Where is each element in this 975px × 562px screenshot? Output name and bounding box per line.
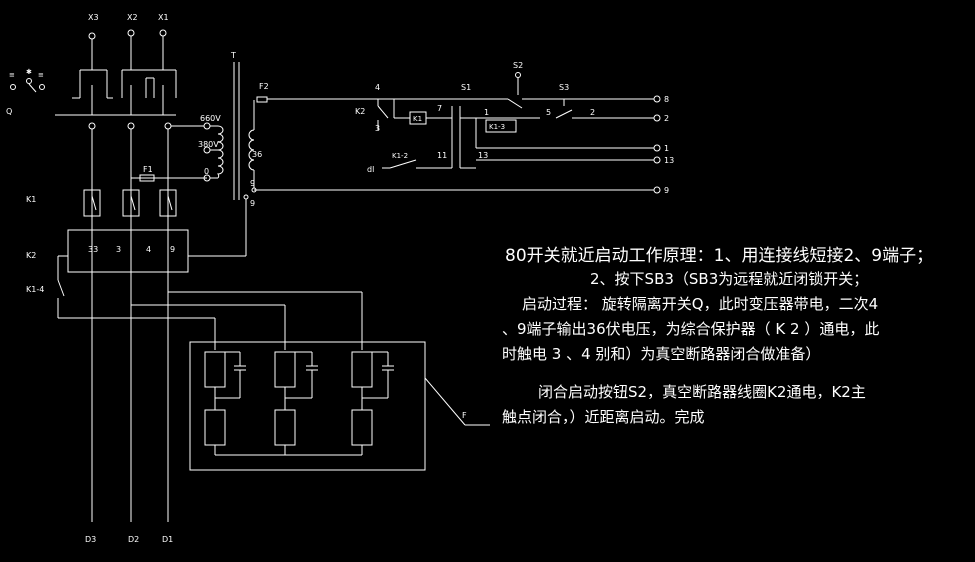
svg-text:9: 9 <box>250 199 255 208</box>
svg-text:3: 3 <box>375 124 380 133</box>
note-principle-title: 80开关就近启动工作原理：1、用连接线短接2、9端子； <box>505 246 934 266</box>
svg-text:33: 33 <box>88 245 98 254</box>
svg-text:D1: D1 <box>162 535 173 544</box>
svg-text:9: 9 <box>250 179 255 188</box>
svg-text:X1: X1 <box>158 13 169 22</box>
svg-text:0: 0 <box>204 167 209 176</box>
svg-text:1: 1 <box>664 144 669 153</box>
phase-wires <box>91 129 169 522</box>
svg-text:S2: S2 <box>513 61 523 70</box>
fuse-f1: F1 <box>131 165 207 182</box>
svg-text:K1-4: K1-4 <box>26 285 44 294</box>
svg-text:K1: K1 <box>26 195 36 204</box>
svg-text:8: 8 <box>664 95 669 104</box>
note-step-2: 2、按下SB3（SB3为远程就近闭锁开关； <box>590 270 869 288</box>
svg-text:K1-2: K1-2 <box>392 152 408 160</box>
svg-text:2: 2 <box>664 114 669 123</box>
terminal-x1: X1 <box>158 13 169 37</box>
fuse-f2: F2 <box>256 82 378 103</box>
svg-text:D2: D2 <box>128 535 139 544</box>
isolation-switch-q: Q ≡ ✱ ≡ <box>6 36 177 116</box>
svg-text:9: 9 <box>664 186 669 195</box>
right-terminals: 8 2 1 13 9 <box>653 95 674 195</box>
terminal-x3: X3 <box>88 13 99 40</box>
surge-protector-f: F <box>189 341 490 471</box>
svg-text:D3: D3 <box>85 535 96 544</box>
note-start-2: 触点闭合，）近距离启动。完成 <box>502 408 705 426</box>
svg-text:Q: Q <box>6 107 12 116</box>
svg-text:F1: F1 <box>143 165 153 174</box>
contactor-k1: K1 <box>26 189 177 217</box>
terminal-d2: D2 <box>128 535 139 544</box>
svg-text:5: 5 <box>546 108 551 117</box>
svg-text:13: 13 <box>664 156 674 165</box>
svg-text:7: 7 <box>437 104 442 113</box>
svg-text:K1: K1 <box>413 115 422 123</box>
svg-text:2: 2 <box>590 108 595 117</box>
svg-text:9: 9 <box>170 245 175 254</box>
svg-text:K1-3: K1-3 <box>489 123 505 131</box>
svg-text:380V: 380V <box>198 140 219 149</box>
svg-text:11: 11 <box>437 151 447 160</box>
switch-mark-mid: ✱ <box>26 68 32 76</box>
control-circuit: 4 K2 3 K1 7 S1 1 K1-3 13 S2 S3 5 <box>355 61 654 174</box>
terminal-d1: D1 <box>162 535 173 544</box>
terminal-d3: D3 <box>85 535 96 544</box>
svg-text:dl: dl <box>367 165 374 174</box>
svg-text:S3: S3 <box>559 83 569 92</box>
svg-text:3: 3 <box>116 245 121 254</box>
svg-text:36: 36 <box>252 150 262 159</box>
note-process-3: 时触电 3 、4 别和）为真空断路器闭合做准备） <box>502 345 821 363</box>
svg-text:K2: K2 <box>26 251 36 260</box>
svg-text:S1: S1 <box>461 83 471 92</box>
svg-text:T: T <box>230 51 236 60</box>
svg-text:F2: F2 <box>259 82 269 91</box>
svg-text:X3: X3 <box>88 13 99 22</box>
svg-text:X2: X2 <box>127 13 138 22</box>
switch-mark-left: ≡ <box>9 71 15 79</box>
svg-text:4: 4 <box>146 245 151 254</box>
note-process-2: 、9端子输出36伏电压，为综合保护器（ K 2 ）通电，此 <box>502 320 880 338</box>
svg-text:F: F <box>462 411 467 420</box>
svg-text:13: 13 <box>478 151 488 160</box>
svg-text:4: 4 <box>375 83 380 92</box>
svg-text:1: 1 <box>484 108 489 117</box>
svg-text:K2: K2 <box>355 107 365 116</box>
transformer-t: T 660V 380V 0 36 9 9 <box>171 51 262 208</box>
switch-mark-right: ≡ <box>38 71 44 79</box>
terminal-x2: X2 <box>127 13 138 37</box>
bus-lines <box>131 291 363 350</box>
note-start: 闭合启动按钮S2，真空断路器线圈K2通电，K2主 <box>538 383 866 401</box>
note-process: 启动过程： 旋转隔离开关Q，此时变压器带电，二次4 <box>522 295 879 313</box>
protector-k2: K2 33 3 4 9 K1-4 <box>26 229 246 319</box>
svg-text:660V: 660V <box>200 114 221 123</box>
